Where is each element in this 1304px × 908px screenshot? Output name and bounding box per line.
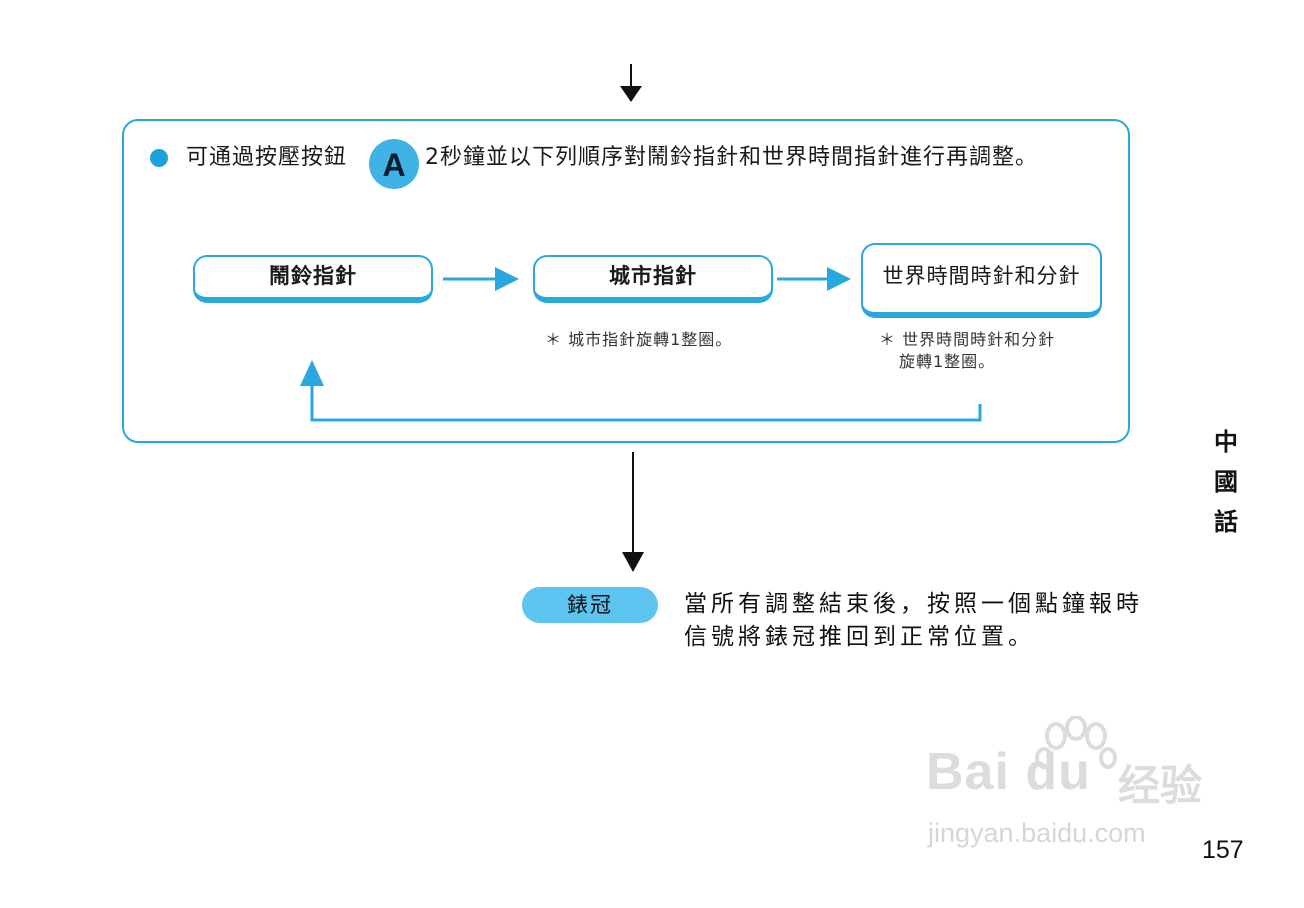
world-time-note-line1: ＊ 世界時間時針和分針: [879, 330, 1056, 349]
loop-back-arrow: [300, 360, 982, 422]
step-city-hand-label: 城市指針: [609, 264, 697, 288]
final-instruction: 當所有調整結束後，按照一個點鐘報時 信號將錶冠推回到正常位置。: [684, 588, 1143, 654]
step-world-time-hands: 世界時間時針和分針: [861, 243, 1102, 318]
step-world-time-hands-label: 世界時間時針和分針: [882, 264, 1081, 288]
procedure-frame: [122, 119, 1130, 443]
bullet-dot: [150, 149, 168, 167]
language-side-label: 中 國 話: [1212, 422, 1240, 542]
side-label-char-3: 話: [1214, 508, 1238, 536]
step-alarm-hand: 鬧鈴指針: [193, 255, 433, 303]
baidu-watermark-logo: Bai du: [926, 743, 1091, 801]
side-label-char-1: 中: [1214, 428, 1238, 456]
button-a-icon: A: [369, 139, 419, 189]
step-alarm-hand-label: 鬧鈴指針: [269, 264, 357, 288]
final-instruction-line1: 當所有調整結束後，按照一個點鐘報時: [684, 591, 1143, 617]
baidu-watermark-url: jingyan.baidu.com: [928, 818, 1146, 848]
bottom-down-arrow: [622, 452, 644, 572]
side-label-char-2: 國: [1214, 468, 1238, 496]
page-number: 157: [1202, 836, 1244, 864]
flow-arrow-1: [443, 267, 519, 291]
baidu-watermark-chinese: 经验: [1118, 761, 1203, 810]
step-city-hand: 城市指針: [533, 255, 773, 303]
final-instruction-line2: 信號將錶冠推回到正常位置。: [684, 624, 1035, 650]
crown-badge: 錶冠: [522, 587, 658, 623]
paw-watermark-icon: [1035, 716, 1117, 769]
instruction-text-part1: 可通過按壓按鈕: [186, 145, 348, 170]
flow-arrow-2: [777, 267, 851, 291]
top-down-arrow: [620, 64, 642, 102]
instruction-text-part2: 2秒鐘並以下列順序對鬧鈴指針和世界時間指針進行再調整。: [425, 145, 1038, 170]
city-hand-note: ＊ 城市指針旋轉1整圈。: [545, 330, 733, 349]
world-time-note-line2: 旋轉1整圈。: [899, 352, 996, 371]
